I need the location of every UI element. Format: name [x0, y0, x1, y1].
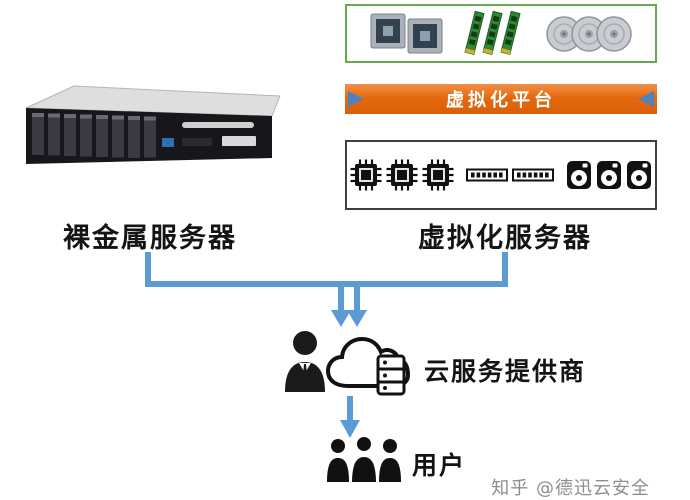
merge-connector-line	[145, 252, 508, 287]
users-label: 用户	[412, 451, 467, 480]
server-logo-plate	[222, 136, 256, 146]
virtual-hardware-box	[345, 140, 657, 210]
vdisk-icon	[627, 161, 651, 189]
server-drive-bays	[32, 113, 156, 158]
vdisk-icon	[567, 161, 591, 189]
cpu-chips-icon	[370, 13, 443, 53]
virtual-ram-group	[466, 167, 554, 183]
server-in-cloud-icon	[376, 354, 406, 396]
vcpu-icon	[422, 159, 454, 191]
virtualized-label: 虚拟化服务器	[418, 223, 592, 254]
banner-right-arrow-icon	[638, 91, 654, 107]
bare-metal-label: 裸金属服务器	[63, 223, 237, 254]
virtual-disk-group	[566, 160, 652, 190]
cloud-provider-label: 云服务提供商	[424, 357, 587, 386]
center-arrowhead-left	[331, 310, 351, 327]
server-latch-strip	[182, 122, 254, 128]
server-display	[182, 138, 212, 146]
watermark: 知乎 @德迅云安全	[491, 478, 650, 499]
server-blue-tag	[162, 138, 174, 147]
virtual-cpu-group	[350, 159, 454, 191]
hard-drives-icon	[546, 15, 632, 52]
admin-person-icon	[285, 331, 325, 392]
rack-server-image	[25, 85, 281, 164]
server-bay-handles	[32, 113, 156, 121]
vcpu-icon	[386, 159, 418, 191]
users-icon	[327, 435, 401, 484]
vdisk-icon	[597, 161, 621, 189]
ram-modules-icon	[464, 10, 521, 55]
center-arrowhead-right	[347, 310, 367, 327]
banner-left-arrow-icon	[348, 91, 364, 107]
physical-hardware-box	[345, 4, 657, 63]
virtualization-platform-banner: 虚拟化平台	[345, 84, 657, 114]
vcpu-icon	[350, 159, 382, 191]
vram-icon	[466, 168, 508, 182]
cloud-icon	[325, 336, 411, 396]
banner-label: 虚拟化平台	[446, 90, 556, 111]
vram-icon	[512, 168, 554, 182]
